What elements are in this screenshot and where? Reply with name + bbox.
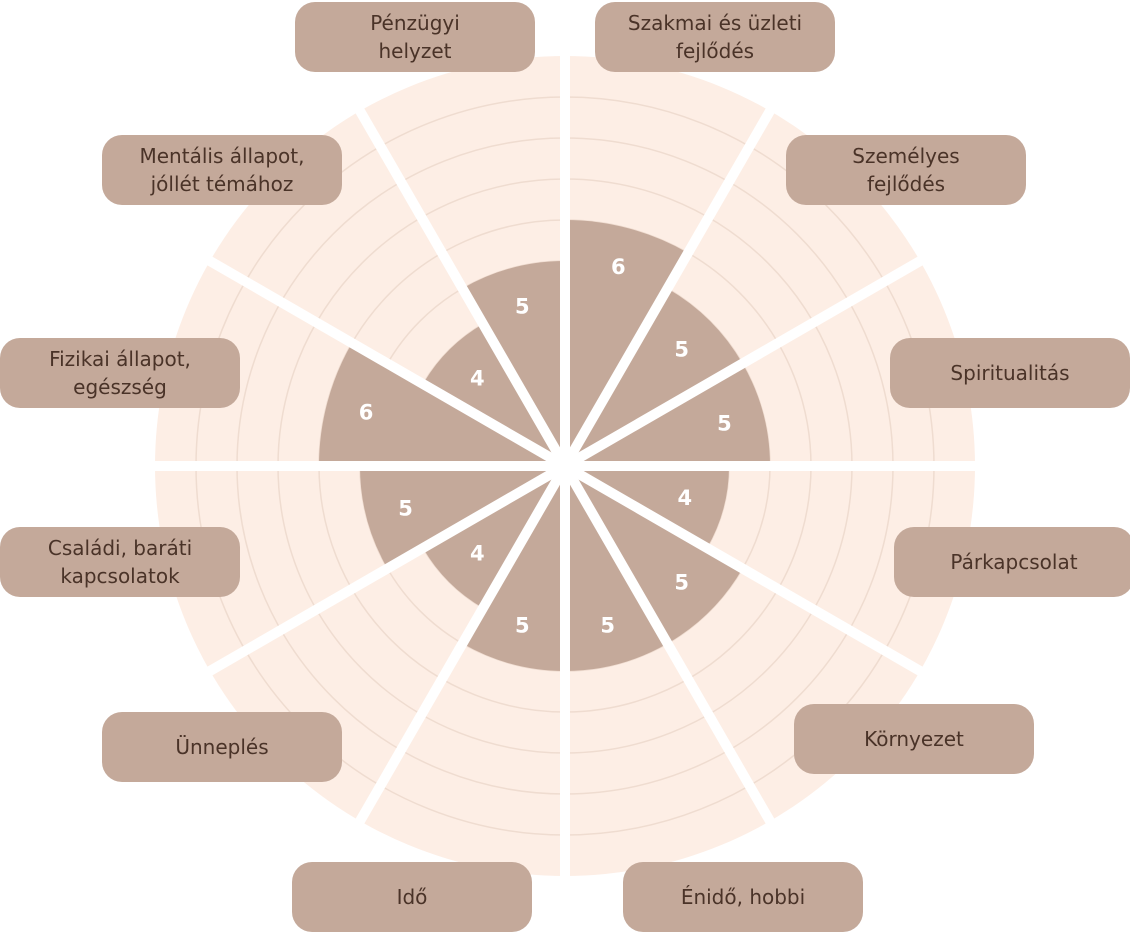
category-label-enido-hobbi: Énidő, hobbi [623,862,863,932]
data-segment [422,466,565,609]
segment-separator [560,103,778,469]
segment-value-label: 5 [674,337,689,361]
data-segment [565,466,743,644]
segment-value-label: 4 [677,486,692,510]
segment-value-label: 6 [359,401,374,425]
category-label-fizikai-allapot-egeszseg: Fizikai állapot, egészség [0,338,240,408]
wheel-separators [149,50,981,882]
category-label-kornyezet: Környezet [794,704,1034,774]
category-label-szakmai-es-uzleti-fejlodes: Szakmai és üzleti fejlődés [595,2,835,72]
segment-value-label: 4 [470,542,485,566]
segment-separator [562,461,928,679]
wheel-value-labels: 6 5 5 4 5 5 5 4 5 6 4 5 [359,255,732,637]
category-label-unneples: Ünneplés [102,712,342,782]
wheel-hub [558,459,572,473]
segment-value-label: 5 [674,571,689,595]
segment-value-label: 5 [600,613,615,637]
segment-value-label: 5 [515,295,530,319]
category-label-parkapcsolat: Párkapcsolat [894,527,1130,597]
segment-separator [352,103,570,469]
segment-value-label: 5 [515,613,530,637]
category-label-spiritualitas: Spiritualitás [890,338,1130,408]
category-label-ido: Idő [292,862,532,932]
segment-separator [202,461,568,679]
segment-value-label: 4 [470,366,485,390]
segment-value-label: 6 [611,255,626,279]
category-label-mentalis-allapot-jollet: Mentális állapot, jóllét témához [102,135,342,205]
segment-value-label: 5 [717,411,732,435]
category-label-penzugyi-helyzet: Pénzügyi helyzet [295,2,535,72]
data-segment [565,288,743,466]
segment-separator [560,463,778,829]
category-label-csaladi-barati-kapcsolatok: Családi, baráti kapcsolatok [0,527,240,597]
segment-separator [352,463,570,829]
segment-separator [202,253,568,471]
category-label-szemelyes-fejlodes: Személyes fejlődés [786,135,1026,205]
data-segment [422,323,565,466]
segment-separator [562,253,928,471]
segment-value-label: 5 [398,497,413,521]
